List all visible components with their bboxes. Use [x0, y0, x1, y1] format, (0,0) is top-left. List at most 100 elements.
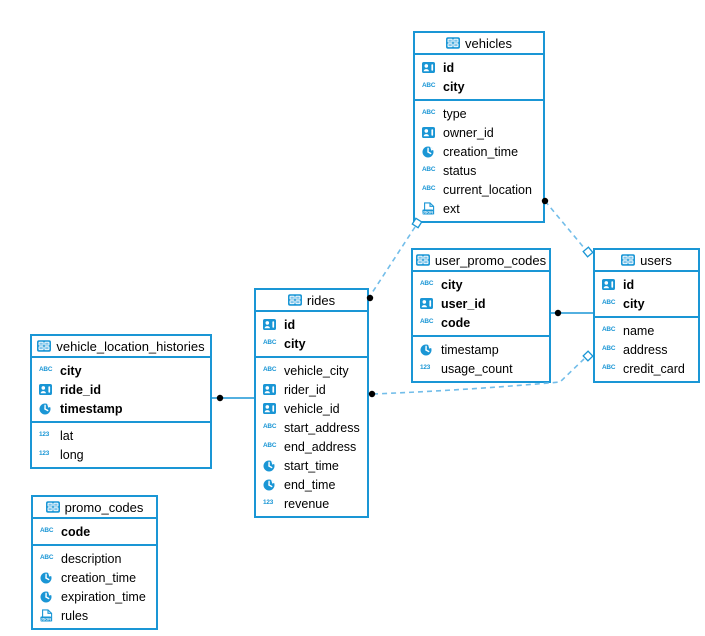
field-name: code — [61, 524, 91, 539]
field-row[interactable]: ABC type — [415, 104, 543, 123]
table-icon — [288, 294, 302, 306]
field-row[interactable]: timestamp — [32, 399, 210, 418]
field-name: current_location — [443, 182, 532, 197]
field-row[interactable]: 123 revenue — [256, 494, 367, 513]
field-row[interactable]: ABC city — [256, 334, 367, 353]
field-name: creation_time — [61, 570, 137, 585]
field-row[interactable]: ride_id — [32, 380, 210, 399]
timestamp-icon — [263, 479, 279, 491]
field-name: user_id — [441, 296, 486, 311]
timestamp-icon — [40, 591, 56, 603]
timestamp-icon — [422, 146, 438, 158]
text-type-icon: ABC — [602, 326, 616, 334]
table-title: rides — [306, 292, 336, 308]
field-name: address — [623, 342, 668, 357]
field-row[interactable]: id — [256, 315, 367, 334]
field-row[interactable]: ABC city — [415, 77, 543, 96]
field-row[interactable]: end_time — [256, 475, 367, 494]
field-row[interactable]: ABC name — [595, 321, 698, 340]
json-type-icon — [40, 609, 56, 622]
text-type-icon: ABC — [39, 366, 53, 374]
field-row[interactable]: 123 lat — [32, 426, 210, 445]
field-row[interactable]: timestamp — [413, 340, 549, 359]
field-row[interactable]: ABC code — [33, 522, 156, 541]
field-row[interactable]: ABC description — [33, 549, 156, 568]
number-type-icon: 123 — [39, 431, 50, 439]
field-row[interactable]: ABC city — [413, 275, 549, 294]
table-users[interactable]: users id ABC city ABC name ABC address A… — [593, 248, 700, 383]
field-row[interactable]: id — [595, 275, 698, 294]
field-row[interactable]: start_time — [256, 456, 367, 475]
relationship-vehicles-rides[interactable] — [369, 226, 416, 297]
field-row[interactable]: 123 usage_count — [413, 359, 549, 378]
field-name: city — [441, 277, 463, 292]
text-type-icon: ABC — [602, 345, 616, 353]
table-title: promo_codes — [64, 499, 144, 515]
text-type-icon: ABC — [420, 318, 434, 326]
text-type-icon: ABC — [40, 554, 54, 562]
field-row[interactable]: ABC start_address — [256, 418, 367, 437]
table-header[interactable]: vehicles — [415, 33, 543, 55]
field-name: ext — [443, 201, 460, 216]
field-name: city — [443, 79, 465, 94]
table-vehicle-location-histories[interactable]: vehicle_location_histories ABC city ride… — [30, 334, 212, 469]
field-name: start_address — [284, 420, 360, 435]
field-name: city — [60, 363, 82, 378]
table-rides[interactable]: rides id ABC city ABC vehicle_city rider… — [254, 288, 369, 518]
table-header[interactable]: users — [595, 250, 698, 272]
field-row[interactable]: ABC status — [415, 161, 543, 180]
field-row[interactable]: owner_id — [415, 123, 543, 142]
field-row[interactable]: user_id — [413, 294, 549, 313]
text-type-icon: ABC — [263, 339, 277, 347]
field-name: status — [443, 163, 477, 178]
relationship-vehicles-users[interactable] — [544, 200, 586, 250]
field-row[interactable]: creation_time — [415, 142, 543, 161]
field-row[interactable]: rider_id — [256, 380, 367, 399]
field-name: usage_count — [441, 361, 513, 376]
relationship-rides-users[interactable] — [372, 358, 585, 395]
field-row[interactable]: ABC credit_card — [595, 359, 698, 378]
table-user-promo-codes[interactable]: user_promo_codes ABC city user_id ABC co… — [411, 248, 551, 383]
timestamp-icon — [263, 460, 279, 472]
field-row[interactable]: id — [415, 58, 543, 77]
field-name: end_address — [284, 439, 357, 454]
field-row[interactable]: ABC city — [595, 294, 698, 313]
field-row[interactable]: ABC current_location — [415, 180, 543, 199]
field-name: id — [623, 277, 635, 292]
field-row[interactable]: vehicle_id — [256, 399, 367, 418]
field-row[interactable]: creation_time — [33, 568, 156, 587]
relationship-endpoint-diamond — [582, 246, 594, 258]
field-row[interactable]: rules — [33, 606, 156, 625]
field-name: rider_id — [284, 382, 326, 397]
field-row[interactable]: ABC end_address — [256, 437, 367, 456]
table-header[interactable]: promo_codes — [33, 497, 156, 519]
text-type-icon: ABC — [263, 423, 277, 431]
field-row[interactable]: ABC vehicle_city — [256, 361, 367, 380]
table-title: users — [640, 252, 672, 268]
text-type-icon: ABC — [263, 366, 277, 374]
table-promo-codes[interactable]: promo_codes ABC code ABC description cre… — [31, 495, 158, 630]
field-name: end_time — [284, 477, 336, 492]
field-name: rules — [61, 608, 89, 623]
table-header[interactable]: rides — [256, 290, 367, 312]
field-row[interactable]: ABC city — [32, 361, 210, 380]
field-row[interactable]: 123 long — [32, 445, 210, 464]
id-badge-icon — [422, 62, 438, 73]
timestamp-icon — [420, 344, 436, 356]
text-type-icon: ABC — [422, 82, 436, 90]
table-title: vehicles — [465, 35, 512, 51]
field-name: vehicle_city — [284, 363, 349, 378]
field-name: type — [443, 106, 467, 121]
id-badge-icon — [263, 384, 279, 395]
field-name: id — [284, 317, 296, 332]
field-row[interactable]: ABC code — [413, 313, 549, 332]
number-type-icon: 123 — [420, 364, 431, 372]
field-row[interactable]: expiration_time — [33, 587, 156, 606]
text-type-icon: ABC — [602, 364, 616, 372]
table-header[interactable]: user_promo_codes — [413, 250, 549, 272]
field-row[interactable]: ABC address — [595, 340, 698, 359]
table-header[interactable]: vehicle_location_histories — [32, 336, 210, 358]
table-title: vehicle_location_histories — [56, 338, 205, 354]
field-row[interactable]: ext — [415, 199, 543, 218]
table-vehicles[interactable]: vehicles id ABC city ABC type owner_id — [413, 31, 545, 223]
